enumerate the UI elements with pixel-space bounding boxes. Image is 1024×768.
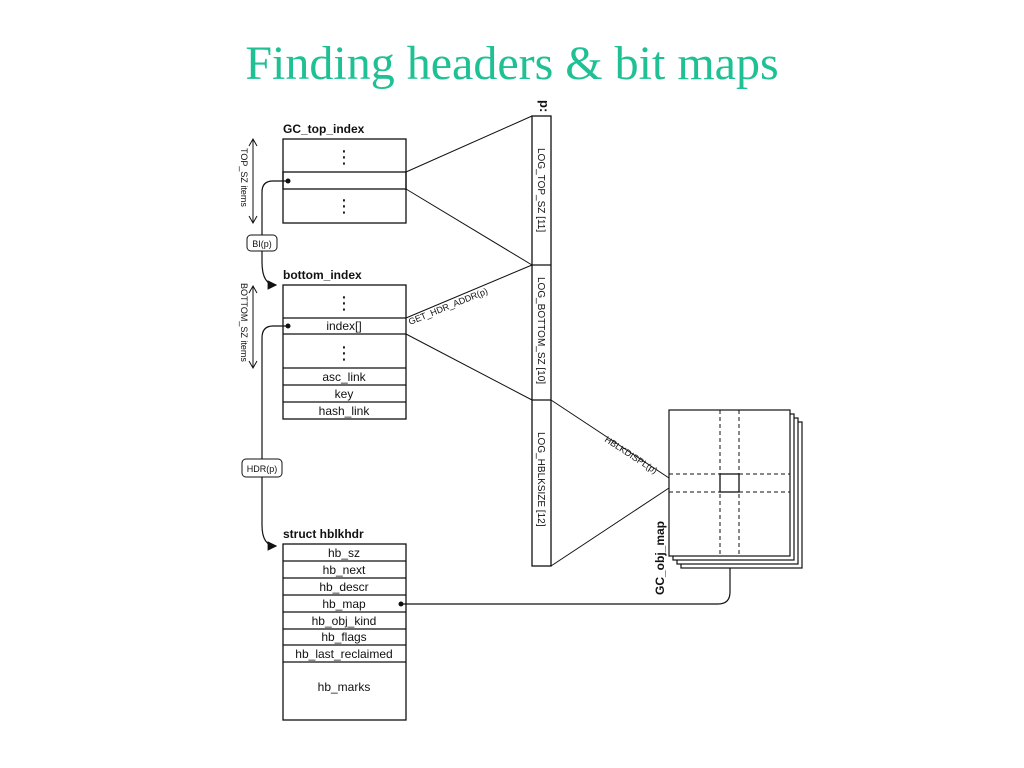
hdr-connector — [261, 325, 287, 551]
top-index-pointer-dot — [285, 178, 291, 184]
get-hdr-addr-label: GET_HDR_ADDR(p) — [407, 286, 489, 327]
bottom-sz-label: BOTTOM_SZ items — [239, 283, 249, 362]
hblkhdr-hb-marks-field: hb_marks — [318, 680, 371, 694]
obj-map-label: GC_obj_map — [653, 521, 667, 595]
hblkhdr-hb-flags-field: hb_flags — [321, 630, 366, 644]
hblkhdr-hb-obj-kind-field: hb_obj_kind — [312, 614, 377, 628]
bottom-index-title: bottom_index — [283, 268, 362, 282]
hblkhdr-hb-sz-field: hb_sz — [328, 546, 360, 560]
bi-label: BI(p) — [252, 239, 272, 249]
bi-label-box — [246, 234, 278, 252]
bottom-index-hash-link-field: hash_link — [319, 404, 371, 418]
segment-top-label: LOG_TOP_SZ [11] — [535, 148, 546, 232]
top-sz-dimension — [248, 137, 258, 225]
bottom-index-index-field: index[] — [326, 319, 361, 333]
segment-hblksize-label: LOG_HBLKSIZE [12] — [535, 432, 546, 527]
projection-lines — [405, 115, 670, 567]
hblkhdr-table — [282, 543, 407, 721]
bi-connector — [261, 180, 287, 290]
bottom-sz-dimension — [248, 284, 258, 370]
segment-bottom-label: LOG_BOTTOM_SZ [10] — [535, 277, 546, 384]
bottom-index-asc-link-field: asc_link — [322, 370, 366, 384]
hblkdispl-label: HBLKDISPL(p) — [603, 434, 659, 475]
bottom-index-dots-upper: ⋮ — [335, 293, 353, 313]
bottom-index-table — [282, 284, 407, 420]
bottom-index-pointer-dot — [285, 323, 291, 329]
hb-map-connector — [401, 554, 731, 605]
bottom-index-dots-lower: ⋮ — [335, 343, 353, 363]
hblkhdr-hb-descr-field: hb_descr — [319, 580, 368, 594]
hdr-label: HDR(p) — [247, 464, 278, 474]
hblkhdr-hb-last-reclaimed-field: hb_last_reclaimed — [295, 647, 392, 661]
hblkhdr-hb-next-field: hb_next — [323, 563, 366, 577]
slide-title: Finding headers & bit maps — [245, 37, 779, 90]
hblkhdr-title: struct hblkhdr — [283, 527, 364, 541]
top-index-title: GC_top_index — [283, 122, 365, 136]
bottom-index-key-field: key — [335, 387, 354, 401]
top-sz-label: TOP_SZ items — [239, 148, 249, 207]
obj-map-selected-cell — [719, 473, 740, 493]
top-index-dots-lower: ⋮ — [335, 196, 353, 216]
pointer-label: p: — [537, 100, 552, 112]
top-index-dots-upper: ⋮ — [335, 147, 353, 167]
hblkhdr-hb-map-field: hb_map — [322, 597, 366, 611]
pointer-bar — [531, 115, 552, 567]
hdr-label-box — [241, 458, 283, 478]
